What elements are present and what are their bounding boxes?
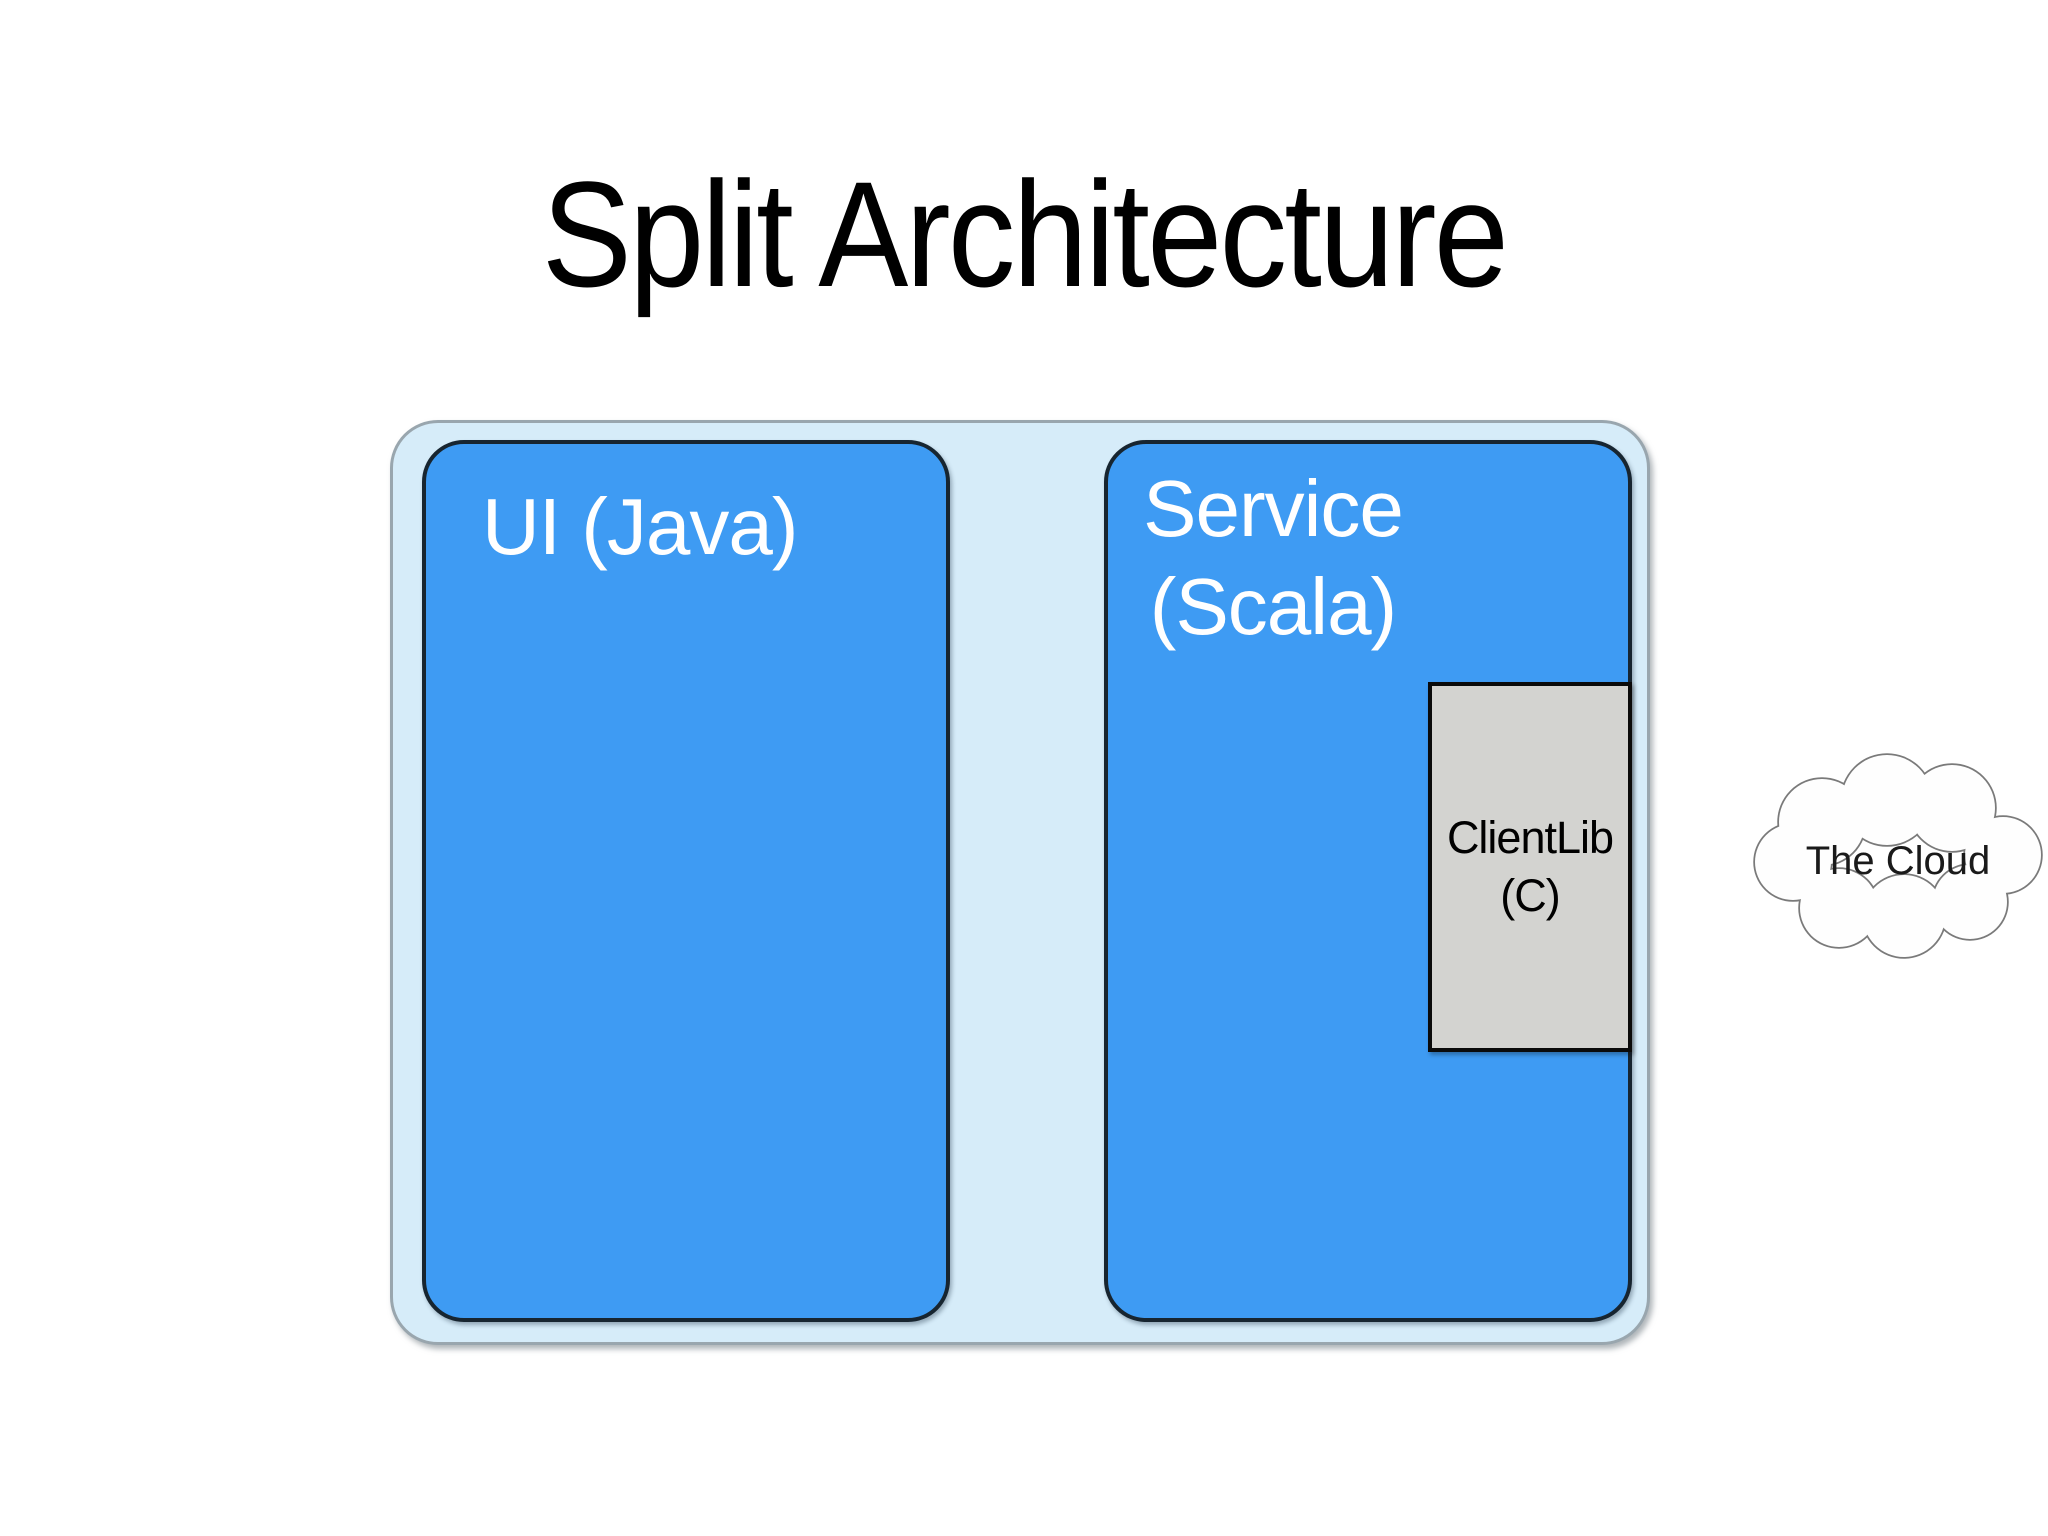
- ui-box-label: UI (Java): [482, 482, 798, 571]
- clientlib-label: ClientLib (C): [1446, 809, 1614, 926]
- ui-box: UI (Java): [422, 440, 950, 1322]
- clientlib-label-line1: ClientLib: [1446, 811, 1614, 863]
- cloud-icon: The Cloud: [1753, 753, 2043, 959]
- clientlib-label-line2: (C): [1500, 870, 1560, 921]
- architecture-container: UI (Java) Service(Scala) ClientLib (C): [390, 420, 1650, 1345]
- service-box-label: Service(Scala): [1138, 460, 1408, 655]
- service-box-label-line1: Service: [1143, 464, 1404, 553]
- clientlib-box: ClientLib (C): [1428, 682, 1632, 1052]
- service-box-label-line2: (Scala): [1149, 561, 1397, 651]
- cloud-label: The Cloud: [1806, 839, 1991, 883]
- service-box: Service(Scala) ClientLib (C): [1104, 440, 1632, 1322]
- cloud: The Cloud: [1750, 748, 2046, 970]
- slide-title: Split Architecture: [541, 150, 1509, 318]
